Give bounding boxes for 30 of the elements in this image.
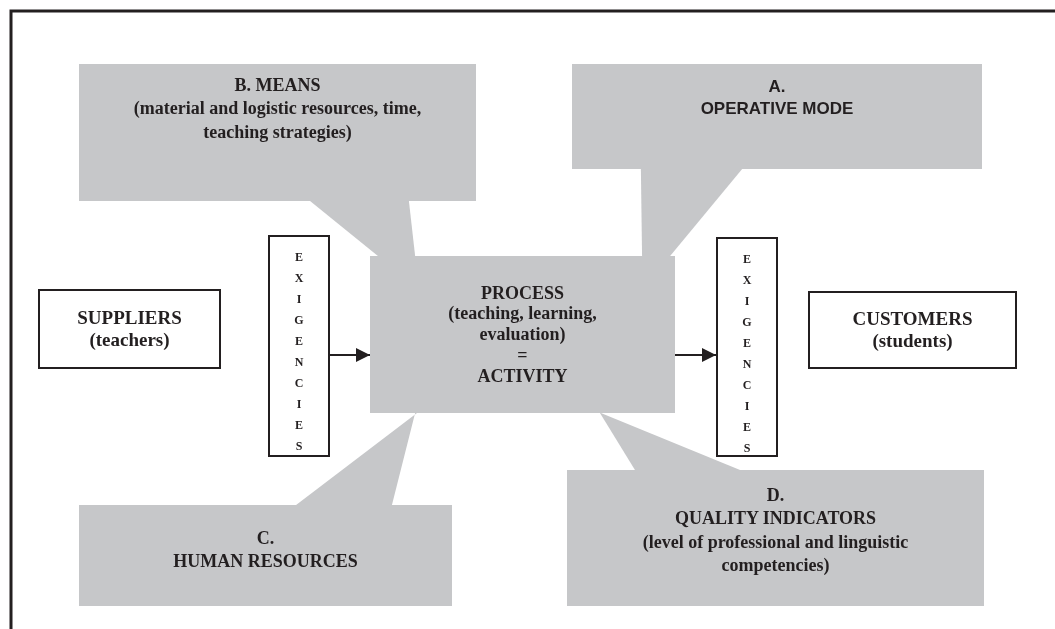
exigencies-box [716, 237, 778, 457]
vertical-text: EXIGENCIES [293, 249, 305, 455]
process-text: ACTIVITY [477, 365, 568, 387]
callout-text: QUALITY INDICATORS [674, 507, 877, 531]
arrow [329, 348, 371, 362]
vertical-text: EXIGENCIES [741, 251, 753, 457]
callout-text: (level of professional and linguistic competencies) [641, 530, 910, 578]
party-text: (students) [872, 330, 953, 352]
callout-text: D. [766, 484, 785, 507]
party-text: CUSTOMERS [852, 308, 973, 330]
process-box [370, 256, 675, 413]
party-box [808, 291, 1017, 369]
process-text: (teaching, learning, evaluation) [447, 303, 598, 345]
party-box [38, 289, 221, 369]
exigencies-box [268, 235, 330, 457]
callout-pointer [296, 413, 417, 505]
callout-text: B. MEANS [234, 74, 321, 97]
callout-text: OPERATIVE MODE [700, 98, 854, 121]
callout-text: A. [768, 76, 786, 98]
callout-pointer [599, 413, 741, 470]
process-text: = [517, 344, 528, 366]
party-text: (teachers) [89, 329, 170, 351]
callout-text: C. [256, 527, 275, 550]
party-text: SUPPLIERS [77, 307, 182, 329]
callout-pointer [310, 201, 416, 256]
callout-text: HUMAN RESOURCES [173, 550, 358, 574]
process-text: PROCESS [481, 282, 564, 304]
callout-pointer [640, 169, 743, 256]
callout-text: (material and logistic resources, time, teaching strategies) [132, 97, 423, 144]
arrow [674, 348, 717, 362]
